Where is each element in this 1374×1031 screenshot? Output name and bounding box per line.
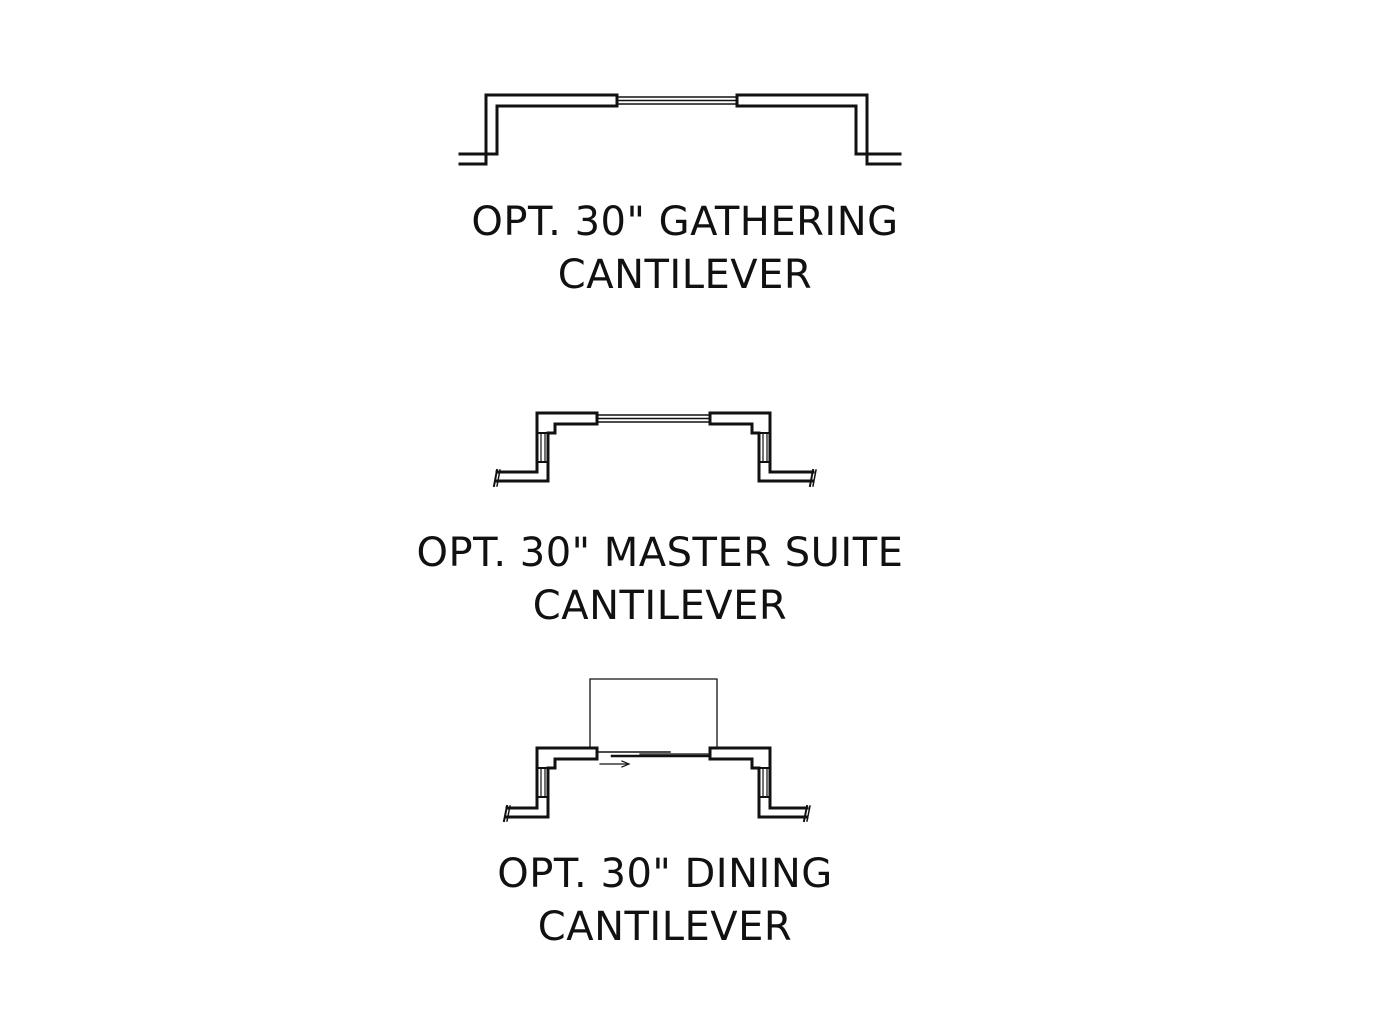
dining-cantilever-plan — [502, 678, 811, 823]
master-suite-label-line1: OPT. 30" MASTER SUITE — [416, 530, 904, 576]
dining-label-line1: OPT. 30" DINING — [497, 851, 833, 897]
master-suite-label-line2: CANTILEVER — [532, 583, 788, 629]
gathering-label-line1: OPT. 30" GATHERING — [471, 199, 899, 245]
dining-cantilever-label: OPT. 30" DINING CANTILEVER — [440, 848, 890, 954]
gathering-cantilever-plan — [458, 93, 902, 166]
master-suite-cantilever-plan — [492, 411, 817, 488]
gathering-label-line2: CANTILEVER — [557, 252, 813, 298]
gathering-cantilever-label: OPT. 30" GATHERING CANTILEVER — [430, 196, 940, 302]
dining-label-line2: CANTILEVER — [537, 904, 793, 950]
master-suite-cantilever-label: OPT. 30" MASTER SUITE CANTILEVER — [400, 527, 920, 633]
